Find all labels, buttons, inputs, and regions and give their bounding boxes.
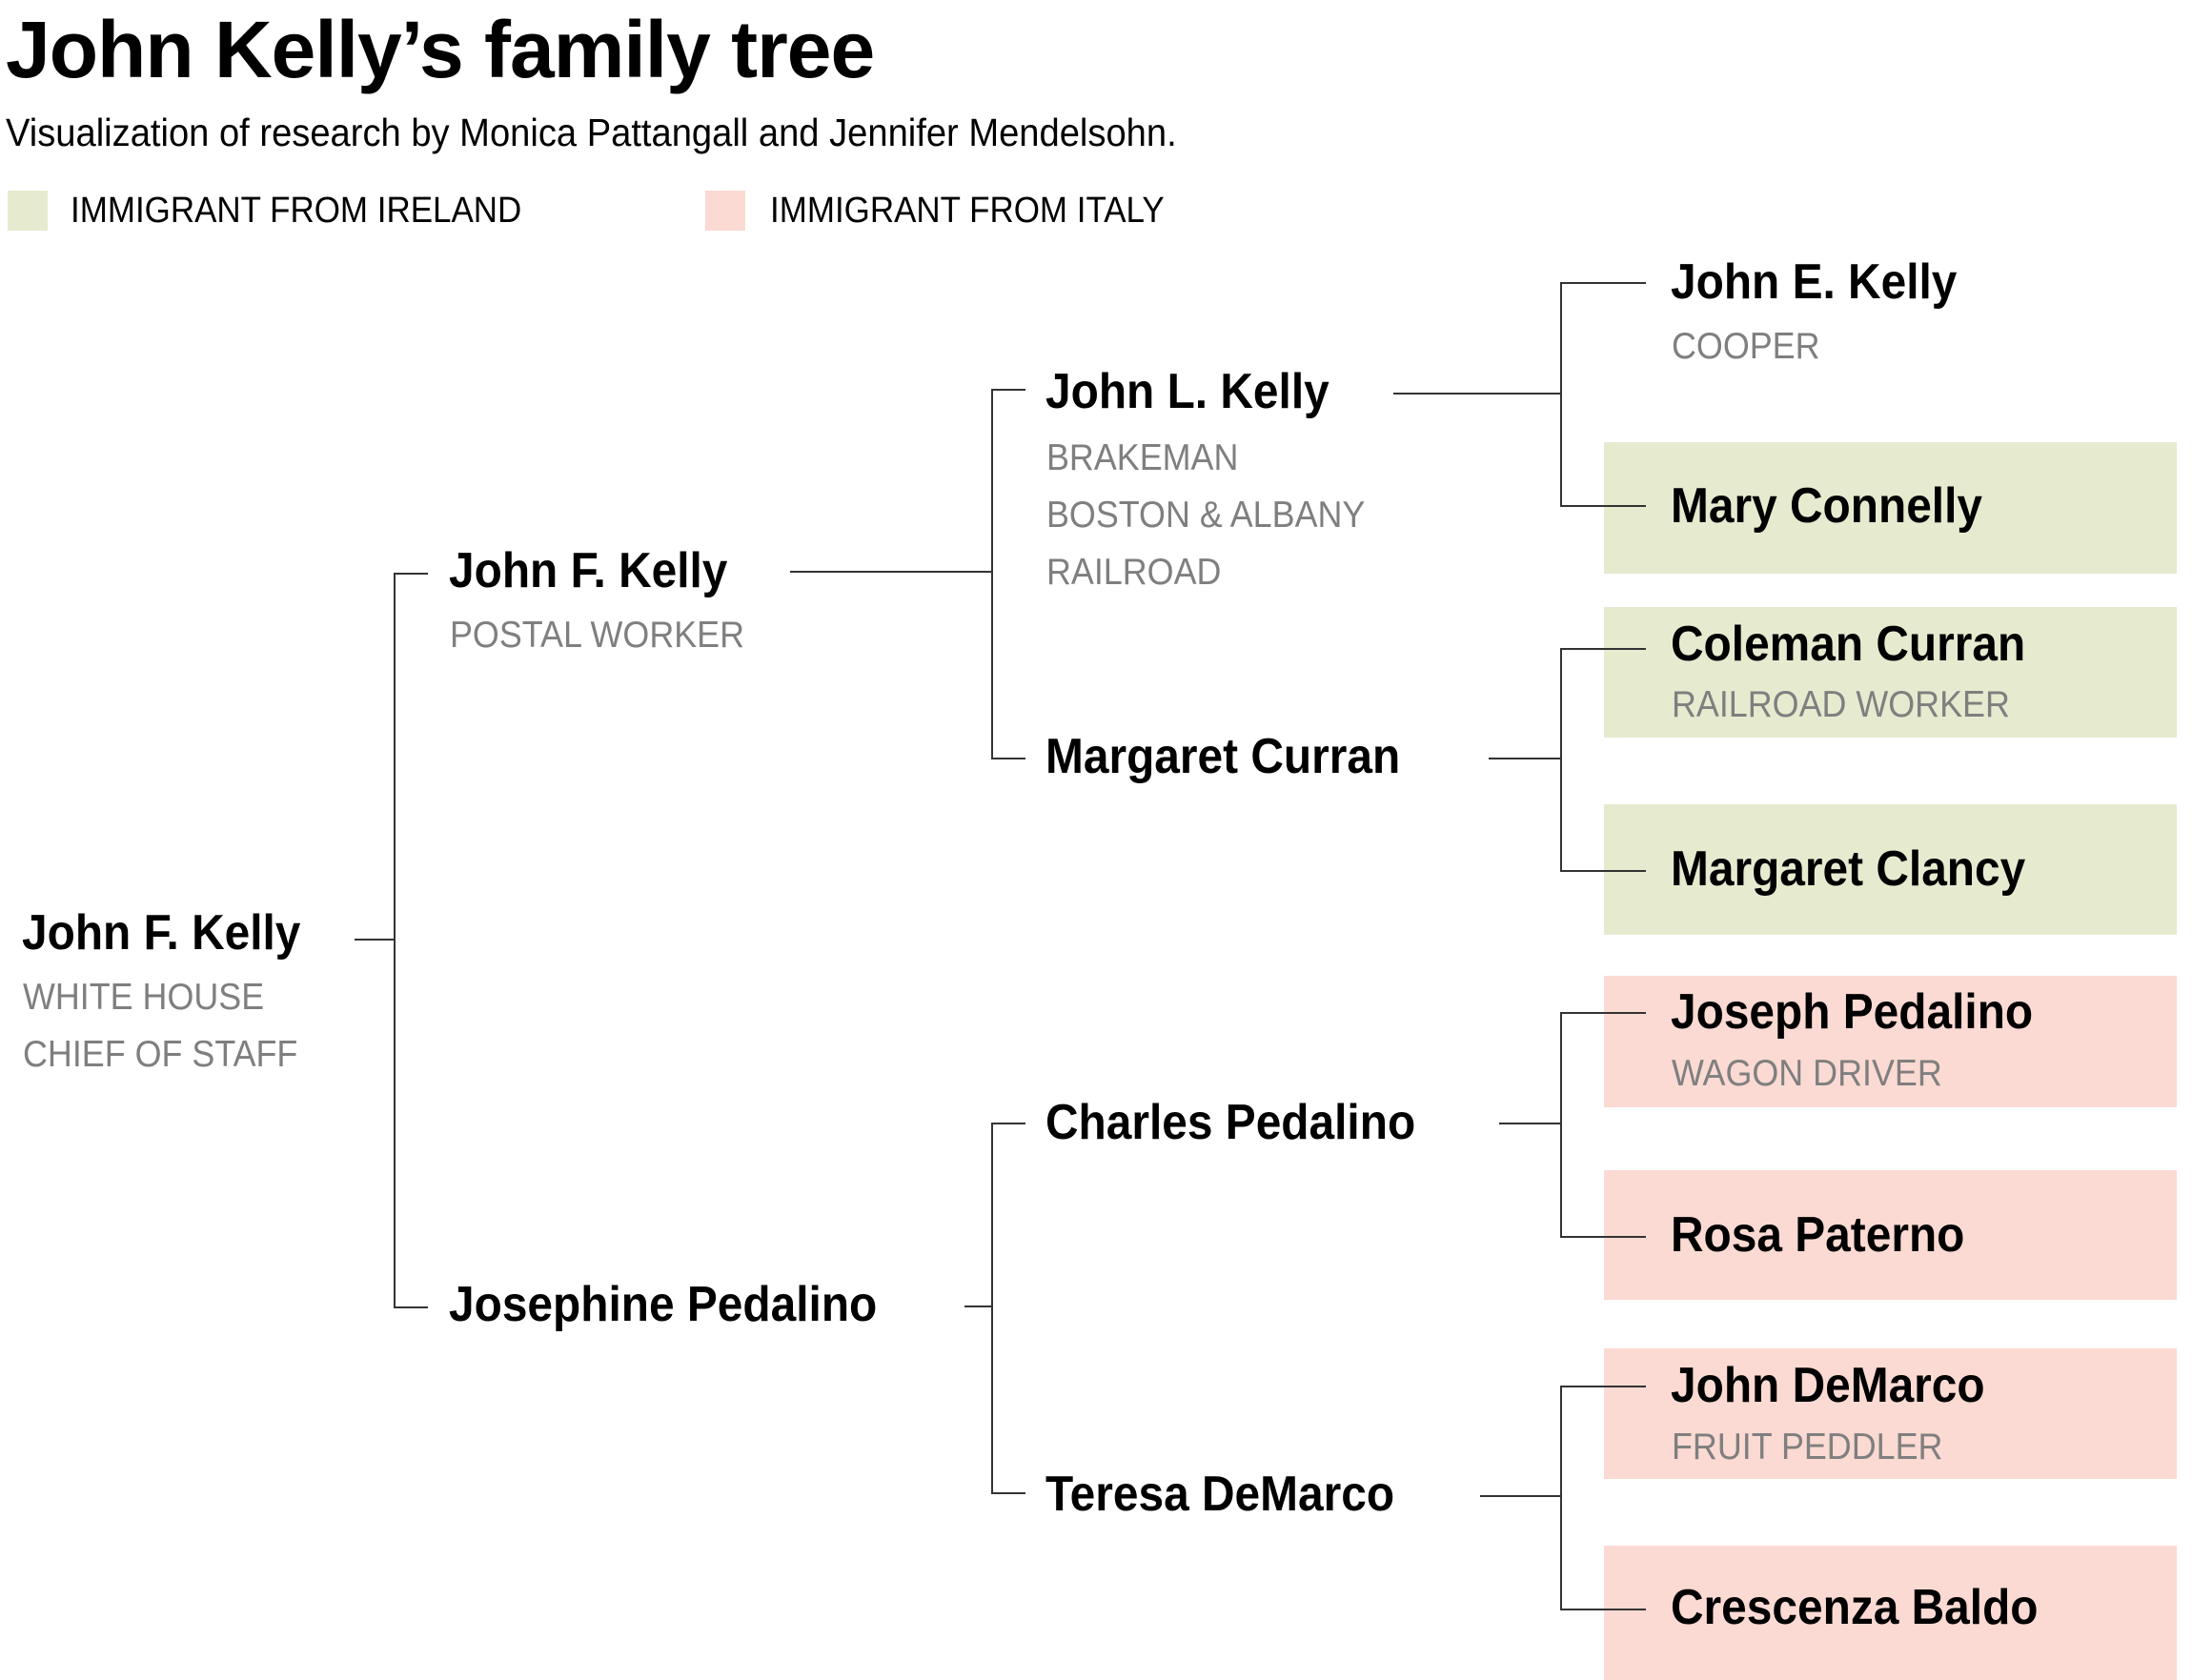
connector-line (355, 939, 396, 941)
connector-line (1489, 758, 1562, 759)
person-name: Margaret Curran (1045, 729, 1401, 784)
person-name: Josephine Pedalino (449, 1277, 878, 1332)
person-job: BRAKEMAN BOSTON & ALBANY RAILROAD (1046, 437, 1366, 593)
connector-line (394, 573, 428, 575)
connector-line (1560, 282, 1562, 507)
origin-box-ireland (1604, 804, 2177, 935)
connector-line (964, 1306, 993, 1307)
connector-line (1560, 870, 1646, 872)
person-name: Margaret Clancy (1671, 841, 2026, 897)
person-job: POSTAL WORKER (450, 615, 745, 656)
person-job: WAGON DRIVER (1672, 1053, 1942, 1094)
connector-line (991, 758, 1025, 759)
person-name: John DeMarco (1671, 1358, 1985, 1413)
person-name: Charles Pedalino (1045, 1095, 1416, 1150)
connector-line (790, 571, 993, 573)
person-name: John F. Kelly (22, 905, 301, 961)
connector-line (1560, 1236, 1646, 1238)
connector-line (1560, 1386, 1562, 1610)
person-job: FRUIT PEDDLER (1672, 1427, 1943, 1467)
page-title: John Kelly’s family tree (6, 5, 875, 94)
connector-line (1560, 1609, 1646, 1610)
person-job: RAILROAD WORKER (1672, 684, 2010, 725)
legend-label-ireland: IMMIGRANT FROM IRELAND (71, 191, 522, 231)
origin-box-ireland (1604, 607, 2177, 738)
origin-box-italy (1604, 1170, 2177, 1300)
person-name: Joseph Pedalino (1671, 984, 2034, 1040)
person-name: John E. Kelly (1671, 254, 1958, 310)
person-name: John F. Kelly (449, 543, 728, 598)
connector-line (1560, 1012, 1562, 1238)
connector-line (394, 573, 396, 1308)
legend-swatch-italy (705, 191, 745, 231)
connector-line (1560, 648, 1562, 872)
origin-box-italy (1604, 976, 2177, 1107)
connector-line (1560, 505, 1646, 507)
connector-line (1560, 1386, 1646, 1387)
person-name: John L. Kelly (1045, 364, 1329, 419)
person-job: COOPER (1672, 326, 1820, 367)
connector-line (991, 1123, 993, 1494)
connector-line (394, 1306, 428, 1308)
subtitle: Visualization of research by Monica Patt… (6, 111, 1177, 154)
person-name: Teresa DeMarco (1045, 1467, 1395, 1522)
person-name: Mary Connelly (1671, 478, 1982, 534)
connector-line (991, 1123, 1025, 1124)
person-job: WHITE HOUSE CHIEF OF STAFF (23, 977, 298, 1075)
connector-line (991, 1492, 1025, 1494)
legend-swatch-ireland (8, 191, 48, 231)
connector-line (1560, 282, 1646, 284)
connector-line (991, 389, 1025, 391)
connector-line (1480, 1495, 1562, 1497)
connector-line (1560, 1012, 1646, 1014)
origin-box-italy (1604, 1546, 2177, 1680)
origin-box-ireland (1604, 442, 2177, 574)
connector-line (1560, 648, 1646, 650)
connector-line (1499, 1123, 1562, 1124)
person-name: Crescenza Baldo (1671, 1580, 2039, 1635)
person-name: Coleman Curran (1671, 617, 2026, 672)
connector-line (991, 389, 993, 759)
origin-box-italy (1604, 1348, 2177, 1479)
person-name: Rosa Paterno (1671, 1207, 1965, 1263)
connector-line (1393, 393, 1562, 395)
legend-label-italy: IMMIGRANT FROM ITALY (770, 191, 1165, 231)
